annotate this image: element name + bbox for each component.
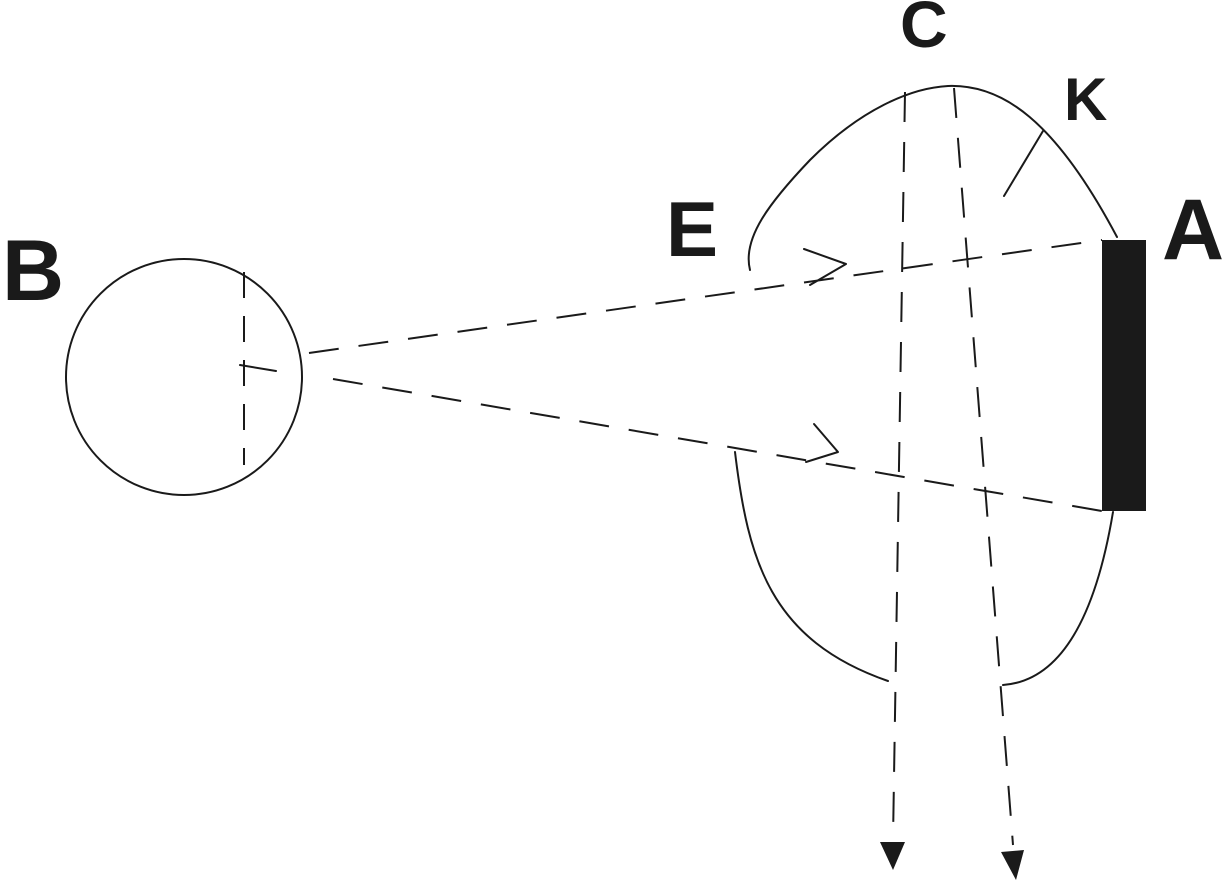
left-down-arrow-icon — [880, 842, 905, 870]
circle-b — [65, 258, 303, 496]
right-down-arrow-icon — [1001, 850, 1024, 880]
label-b: B — [2, 223, 64, 319]
upper-dashed-ray — [308, 239, 1103, 354]
right-vertical-dashed-line — [953, 87, 1014, 846]
k-tick — [1003, 130, 1044, 197]
label-e: E — [666, 185, 718, 273]
outer-upper-curve — [747, 84, 1118, 271]
outer-lower-right-curve — [1002, 511, 1114, 686]
upper-ray-arrowhead — [803, 248, 847, 286]
circle-b-center-tick — [239, 364, 277, 372]
label-k: K — [1064, 66, 1107, 133]
lower-dashed-ray — [332, 378, 1103, 512]
label-c: C — [900, 0, 948, 61]
label-a: A — [1162, 182, 1224, 278]
a-bar — [1102, 240, 1146, 511]
left-vertical-dashed-line — [892, 91, 906, 841]
outer-lower-curve — [734, 451, 889, 682]
lower-ray-arrowhead — [805, 423, 839, 463]
